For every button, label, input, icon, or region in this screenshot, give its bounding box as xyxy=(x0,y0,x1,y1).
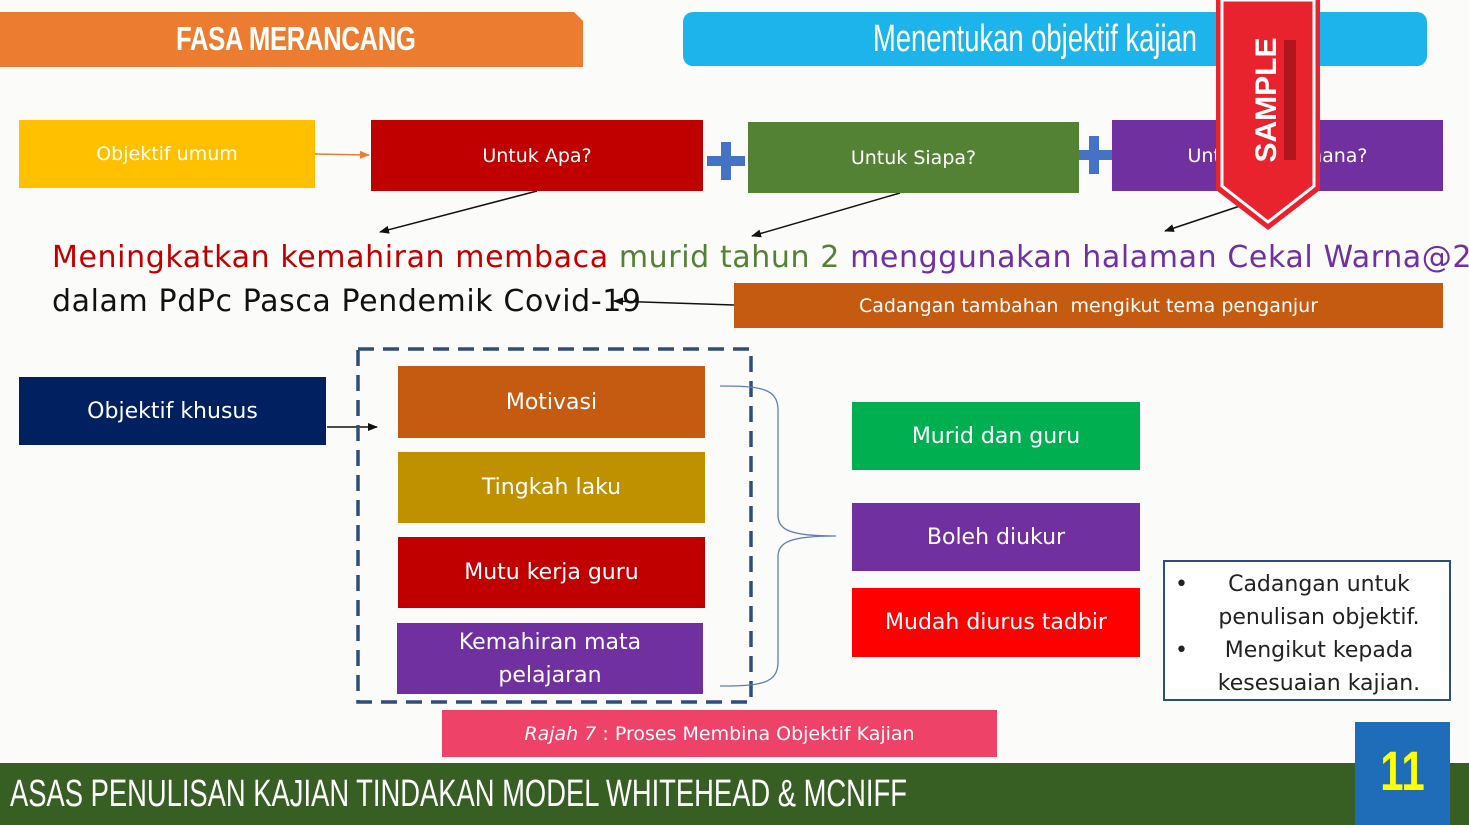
sentence-what: Meningkatkan kemahiran membaca xyxy=(52,240,609,275)
notes-box: • Cadangan untuk penulisan objektif. • Me… xyxy=(1163,560,1451,701)
phase-banner: FASA MERANCANG xyxy=(0,12,583,67)
kemahiran-label-line1: Kemahiran mata xyxy=(458,629,642,655)
murid-dan-guru-label: Murid dan guru xyxy=(911,423,1081,449)
plus-icon xyxy=(1075,136,1113,174)
kemahiran-label-line2: pelajaran xyxy=(498,662,602,688)
mudah-diurus-tadbir-box: Mudah diurus tadbir xyxy=(852,588,1140,657)
arrow-siapa-to-sentence xyxy=(751,192,901,238)
sample-watermark-text: SAMPLE xyxy=(1250,37,1283,162)
bullet-icon: • xyxy=(1175,572,1188,597)
curly-bracket xyxy=(719,385,837,687)
mudah-diurus-tadbir-label: Mudah diurus tadbir xyxy=(885,610,1107,635)
note-2-line1: Mengikut kepada xyxy=(1224,638,1414,663)
objektif-khusus-label: Objektif khusus xyxy=(87,398,258,424)
objective-sentence-line2: dalam PdPc Pasca Pendemik Covid-19 xyxy=(52,284,642,319)
objektif-khusus-box: Objektif khusus xyxy=(19,377,326,445)
mutu-kerja-guru-label: Mutu kerja guru xyxy=(464,560,639,585)
boleh-diukur-box: Boleh diukur xyxy=(852,503,1140,571)
tingkah-laku-label: Tingkah laku xyxy=(481,475,622,500)
note-2-line2: kesesuaian kajian. xyxy=(1217,671,1421,696)
objective-sentence-line1: Meningkatkan kemahiran membaca murid tah… xyxy=(52,240,1469,275)
mutu-kerja-guru-box: Mutu kerja guru xyxy=(398,537,705,608)
sentence-how: menggunakan halaman Cekal Warna@2 xyxy=(850,240,1469,275)
page-number: 11 xyxy=(1380,739,1425,802)
plus-icon xyxy=(707,142,745,180)
bullet-icon: • xyxy=(1175,638,1188,663)
figure-caption: Rajah 7 : Proses Membina Objektif Kajian xyxy=(442,710,997,757)
kemahiran-mata-pelajaran-box: Kemahiran mata pelajaran xyxy=(397,623,703,694)
arrow-umum-to-apa xyxy=(314,150,370,159)
arrow-cadangan-to-sentence xyxy=(613,297,735,306)
note-1-line1: Cadangan untuk xyxy=(1228,572,1410,597)
footer-title: ASAS PENULISAN KAJIAN TINDAKAN MODEL WHI… xyxy=(10,773,907,815)
phase-banner-label: FASA MERANCANG xyxy=(176,20,416,57)
sentence-who: murid tahun 2 xyxy=(618,240,840,275)
sample-watermark-ribbon: SAMPLE xyxy=(1216,0,1320,230)
arrow-third-to-sentence xyxy=(1164,205,1241,232)
caption-label: Rajah 7 xyxy=(524,722,597,745)
untuk-apa-label: Untuk Apa? xyxy=(482,144,592,167)
motivasi-label: Motivasi xyxy=(505,389,598,415)
dashed-group-frame xyxy=(356,347,753,704)
untuk-apa-box: Untuk Apa? xyxy=(371,120,703,191)
note-item: • Mengikut kepada kesesuaian kajian. xyxy=(1175,634,1439,700)
objektif-umum-box: Objektif umum xyxy=(19,120,315,188)
murid-dan-guru-box: Murid dan guru xyxy=(852,402,1140,470)
footer-bar: ASAS PENULISAN KAJIAN TINDAKAN MODEL WHI… xyxy=(0,763,1469,825)
topic-banner-label: Menentukan objektif kajian xyxy=(873,18,1197,60)
arrow-apa-to-sentence xyxy=(379,190,538,234)
note-item: • Cadangan untuk penulisan objektif. xyxy=(1175,568,1439,634)
tingkah-laku-box: Tingkah laku xyxy=(398,452,705,523)
untuk-siapa-box: Untuk Siapa? xyxy=(748,122,1079,193)
cadangan-tambahan-label: Cadangan tambahan mengikut tema penganju… xyxy=(858,294,1319,317)
boleh-diukur-label: Boleh diukur xyxy=(926,524,1066,550)
objektif-umum-label: Objektif umum xyxy=(96,143,238,165)
page-number-badge: 11 xyxy=(1355,722,1450,825)
motivasi-box: Motivasi xyxy=(398,366,705,438)
cadangan-tambahan-box: Cadangan tambahan mengikut tema penganju… xyxy=(734,283,1443,328)
untuk-siapa-label: Untuk Siapa? xyxy=(850,146,977,169)
note-1-line2: penulisan objektif. xyxy=(1218,605,1420,630)
caption-text: : Proses Membina Objektif Kajian xyxy=(602,722,915,745)
